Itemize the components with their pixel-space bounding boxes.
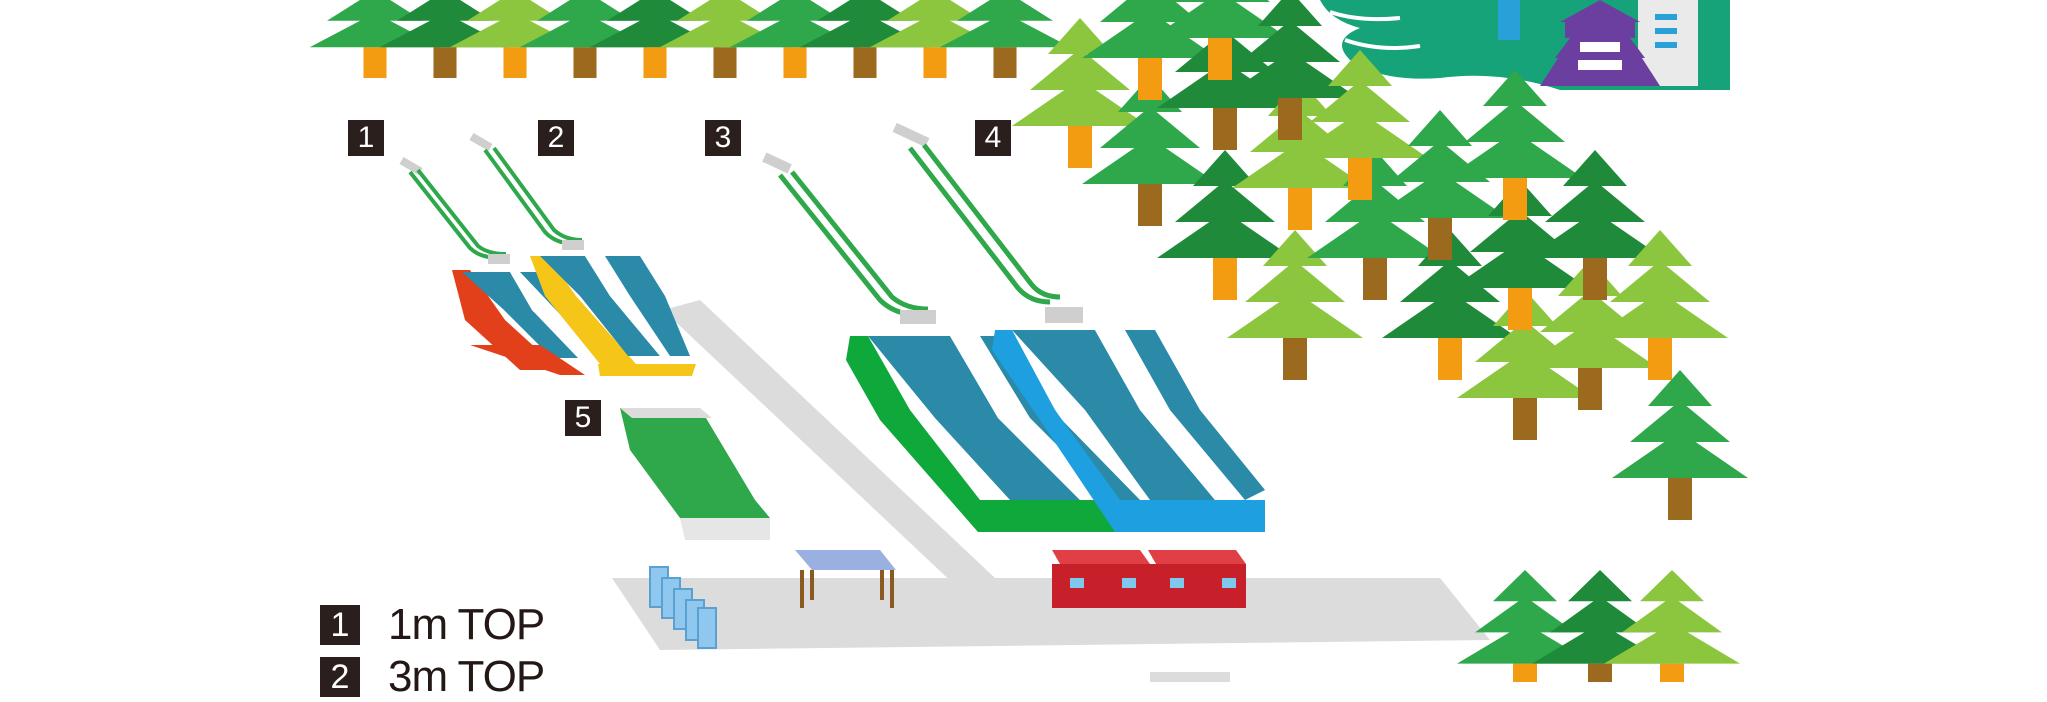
tree-icon — [1292, 50, 1428, 200]
legend-label: 1m TOP — [388, 600, 545, 649]
jump-3 — [762, 152, 936, 324]
landing-ramps-large — [846, 330, 1265, 532]
park-map — [309, 0, 1748, 682]
tree-icon — [1604, 570, 1740, 682]
jump-4-number: 4 — [975, 120, 1011, 156]
jump-5-number: 5 — [565, 400, 601, 436]
cabin-icon — [1052, 550, 1246, 608]
jump-2-number: 2 — [538, 120, 574, 156]
jump-2 — [469, 133, 696, 376]
tree-icon — [1527, 150, 1663, 300]
tree-icon — [1222, 0, 1358, 140]
tree-icon — [1082, 0, 1218, 100]
forest — [309, 0, 1748, 682]
jump-3-number: 3 — [705, 120, 741, 156]
legend-number: 1 — [320, 605, 360, 645]
tree-icon — [939, 0, 1071, 78]
tree-icon — [1382, 230, 1518, 380]
jump-4 — [892, 122, 1083, 323]
table-icon — [795, 550, 896, 608]
legend-item-1: 1 1m TOP — [320, 600, 545, 650]
tree-icon — [1612, 370, 1748, 520]
jump-1-number: 1 — [348, 120, 384, 156]
legend-label: 3m TOP — [388, 652, 545, 701]
storage-icon — [649, 566, 717, 649]
castle-icon — [1498, 0, 1698, 86]
jump-5 — [620, 408, 770, 540]
tree-icon — [1447, 70, 1583, 220]
tree-icon — [1592, 230, 1728, 380]
tree-icon — [1012, 18, 1148, 168]
gray-paths — [612, 300, 1490, 682]
legend-item-2: 2 3m TOP — [320, 652, 545, 702]
tree-icon — [1152, 0, 1288, 80]
tree-icon — [1157, 150, 1293, 300]
legend-number: 2 — [320, 657, 360, 697]
